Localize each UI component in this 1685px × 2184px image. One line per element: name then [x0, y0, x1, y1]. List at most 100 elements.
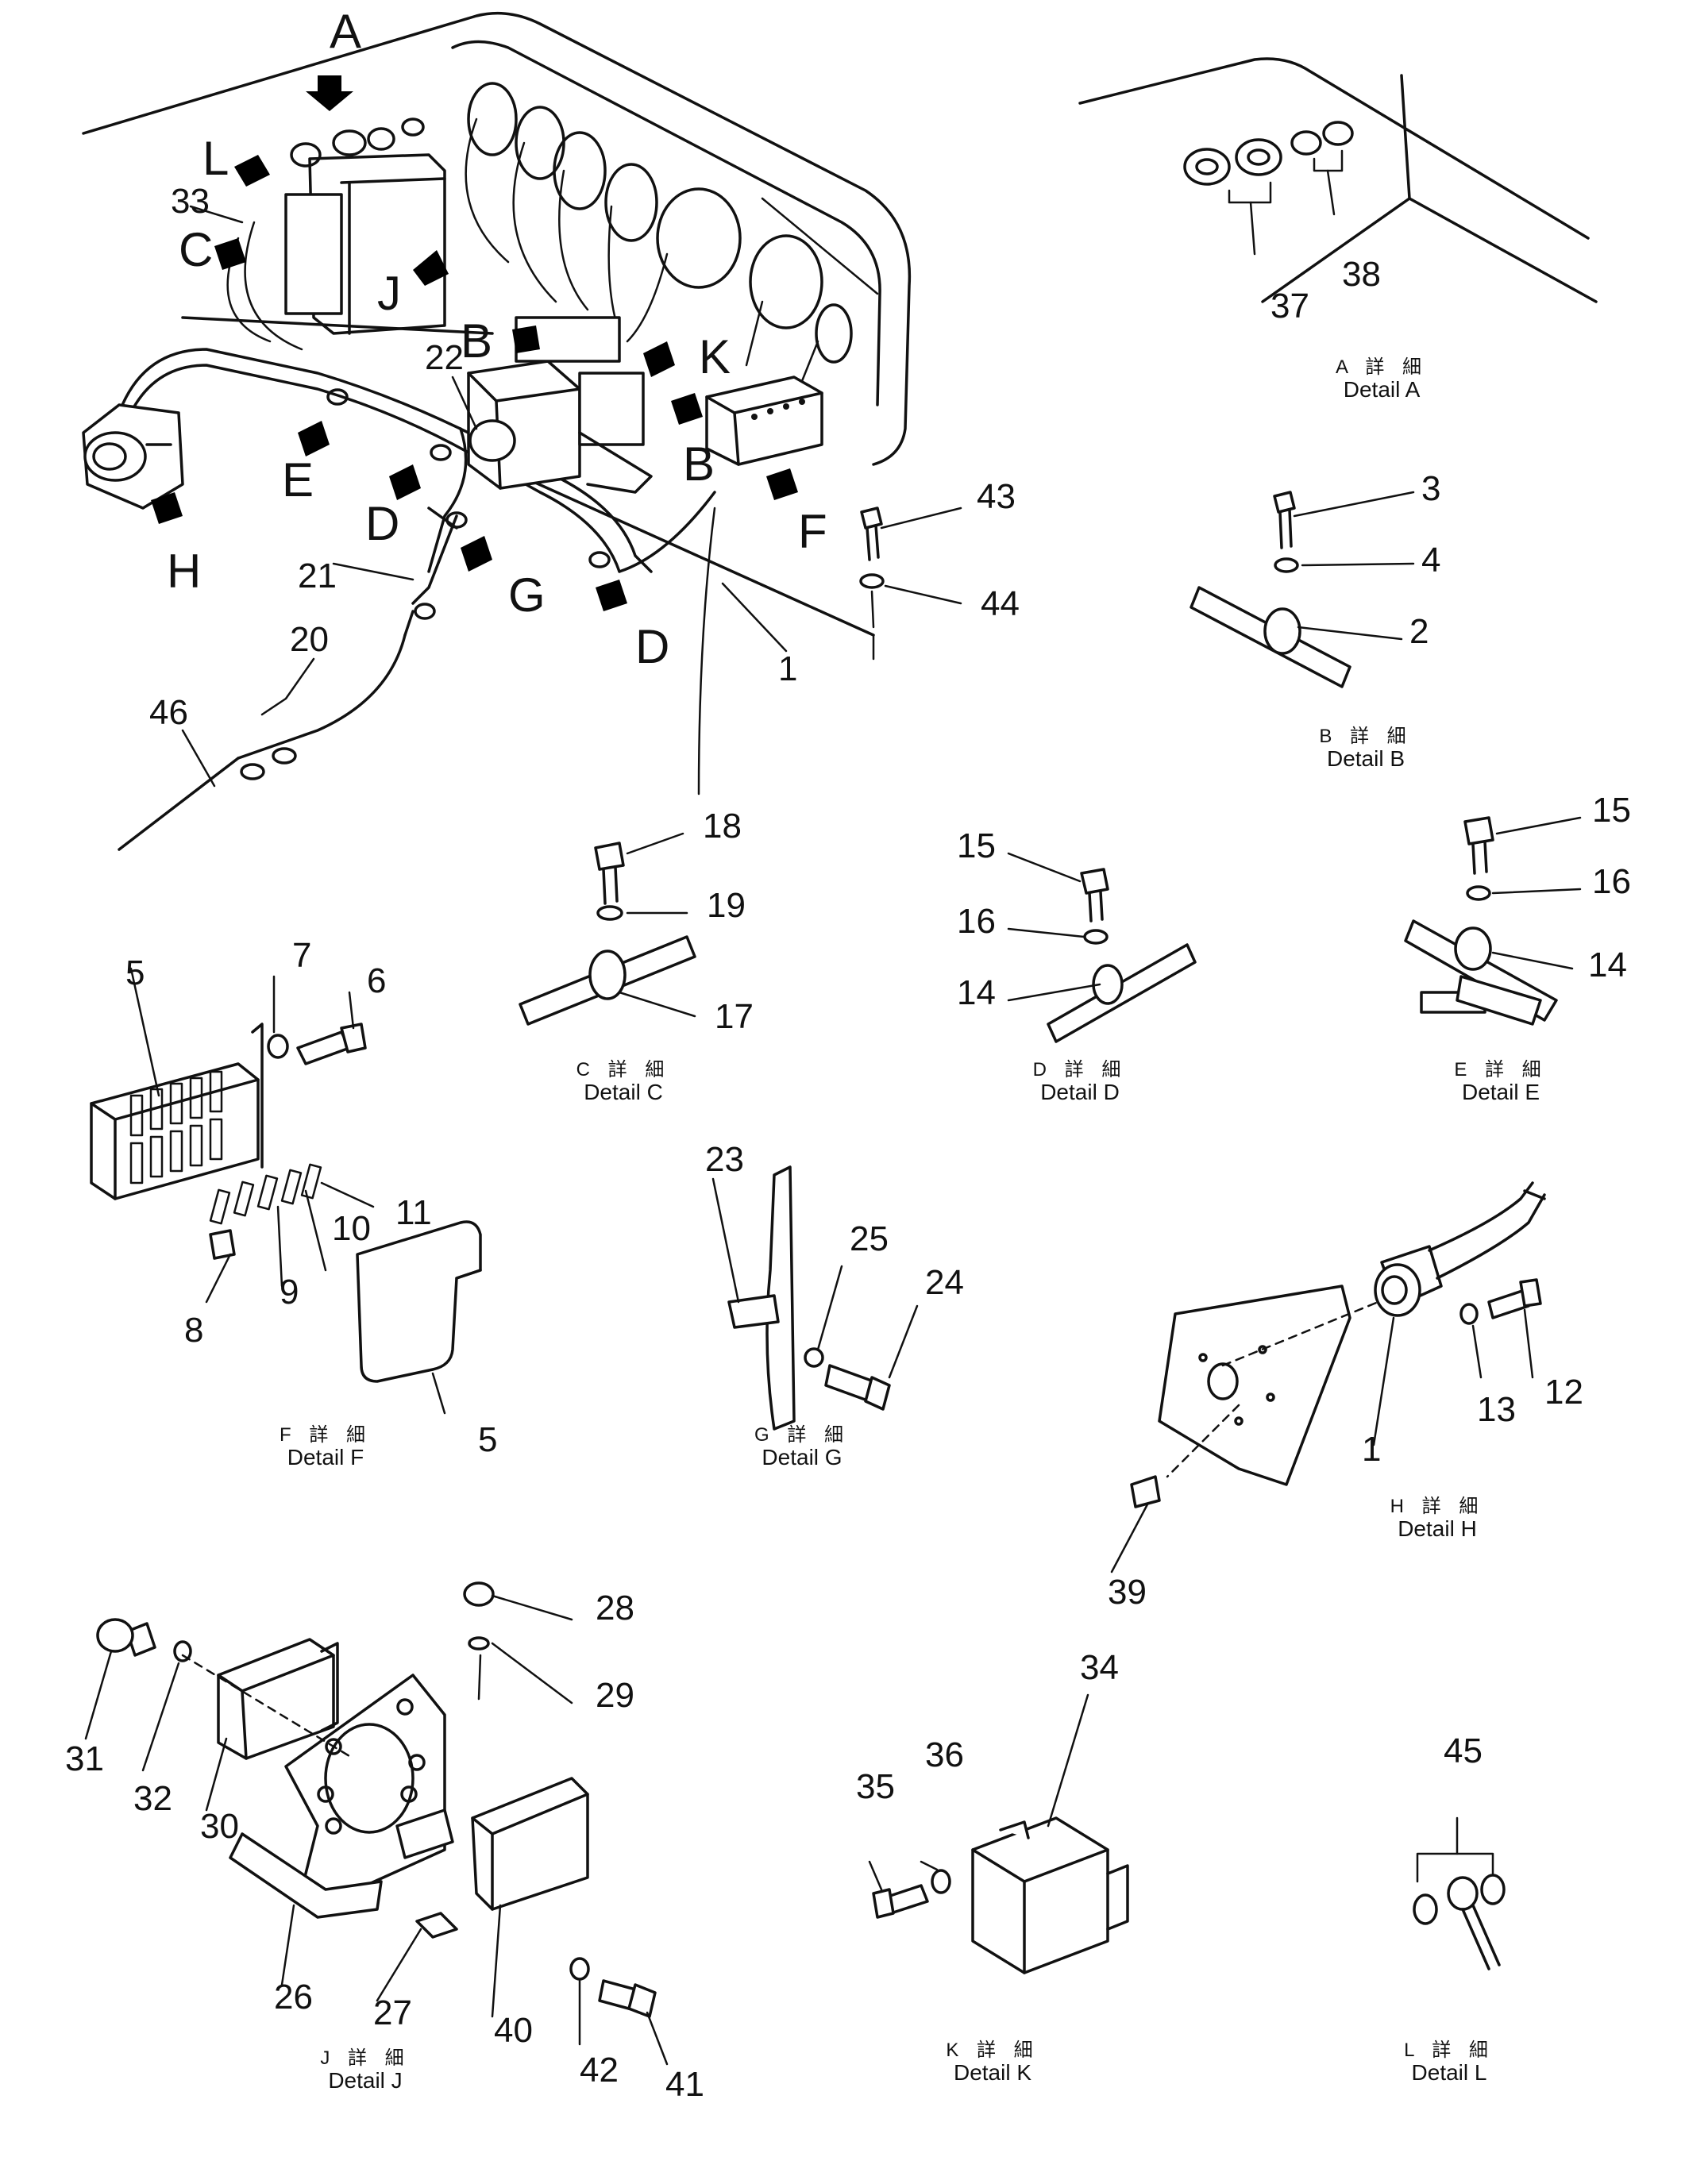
part-number-label: 20 [290, 620, 329, 659]
part-number-label: 24 [925, 1263, 964, 1302]
part-number-label: 46 [149, 693, 188, 732]
detail-letter-d: D [635, 620, 669, 673]
detail-letter-b: B [461, 314, 492, 368]
detail-caption-en: Detail K [954, 2060, 1031, 2085]
part-number-label: 18 [703, 807, 742, 845]
detail-e [1404, 816, 1558, 1026]
part-number-label: 16 [957, 902, 996, 941]
detail-caption-en: Detail F [287, 1445, 364, 1469]
detail-letter-l: L [202, 132, 229, 185]
detail-caption-jp: G 詳 細 [754, 1424, 850, 1446]
part-number-label: 37 [1270, 287, 1309, 325]
part-number-label: 7 [292, 936, 311, 975]
part-number-label: 16 [1592, 862, 1631, 901]
part-number-label: 23 [705, 1140, 744, 1179]
detail-letter-c: C [179, 223, 213, 276]
leader-lines [84, 205, 1582, 2066]
part-number-label: 28 [596, 1589, 634, 1627]
part-number-label: 6 [367, 961, 386, 1000]
detail-caption-jp: K 詳 細 [946, 2040, 1039, 2061]
detail-letter-e: E [282, 453, 314, 507]
part-number-label: 21 [298, 557, 337, 595]
detail-caption-jp: L 詳 細 [1404, 2040, 1494, 2061]
part-number-label: 40 [494, 2011, 533, 2050]
part-number-label: 44 [981, 584, 1020, 623]
part-numbers: 3322212046143443738342181917151614151614… [65, 182, 1631, 2104]
detail-caption-en: Detail D [1040, 1080, 1120, 1104]
detail-letters: A LC J B K E B F H D G D [167, 5, 827, 673]
detail-letter-j: J [377, 267, 401, 320]
part-number-label: 15 [1592, 791, 1631, 830]
fuses-loose [209, 1163, 322, 1260]
detail-b [1190, 491, 1351, 688]
part-number-label: 38 [1342, 255, 1381, 294]
part-number-label: 25 [850, 1219, 889, 1258]
detail-letter-a: A [330, 5, 361, 58]
detail-letter-d: D [365, 497, 399, 550]
part-number-label: 15 [957, 826, 996, 865]
part-number-label: 2 [1409, 612, 1429, 651]
part-number-label: 29 [596, 1676, 634, 1715]
detail-letter-k: K [699, 330, 731, 383]
part-number-label: 1 [1362, 1430, 1381, 1469]
part-number-label: 45 [1444, 1731, 1483, 1770]
connector-h [82, 403, 184, 510]
detail-arrows [151, 75, 798, 611]
detail-caption-en: Detail L [1412, 2060, 1487, 2085]
part-number-label: 36 [925, 1735, 964, 1774]
part-number-label: 22 [425, 338, 464, 377]
detail-d [1047, 868, 1197, 1043]
detail-letter-f: F [798, 505, 827, 558]
detail-g [727, 1165, 891, 1431]
detail-caption-en: Detail J [328, 2068, 402, 2093]
part-number-label: 27 [373, 1993, 412, 2032]
part-number-label: 34 [1080, 1648, 1119, 1687]
detail-h [1130, 1181, 1546, 1508]
part-number-label: 35 [856, 1767, 895, 1806]
dashboard-housing [82, 11, 912, 466]
detail-caption-jp: E 詳 細 [1454, 1059, 1547, 1080]
part-number-label: 4 [1421, 541, 1440, 580]
detail-l [1413, 1816, 1506, 1970]
part-number-label: 14 [1588, 946, 1627, 984]
detail-caption-jp: D 詳 細 [1033, 1059, 1128, 1080]
detail-caption-jp: A 詳 細 [1336, 356, 1428, 378]
detail-f [90, 1023, 482, 1383]
part-number-label: 19 [707, 886, 746, 925]
part-number-label: 26 [274, 1978, 313, 2016]
detail-caption-en: Detail H [1398, 1516, 1477, 1541]
part-number-label: 30 [200, 1807, 239, 1846]
part-number-label: 10 [332, 1209, 371, 1248]
part-number-label: 33 [171, 182, 210, 221]
part-number-label: 41 [665, 2065, 704, 2104]
detail-letter-g: G [508, 568, 546, 622]
detail-caption-jp: H 詳 細 [1390, 1496, 1485, 1517]
part-number-label: 39 [1108, 1573, 1147, 1612]
part-number-label: 17 [715, 997, 754, 1036]
part-number-label: 3 [1421, 469, 1440, 508]
detail-letter-b: B [683, 437, 715, 491]
part-number-label: 14 [957, 973, 996, 1012]
detail-j [96, 1581, 657, 2018]
relay-22 [467, 316, 653, 494]
part-number-label: 1 [778, 649, 797, 688]
detail-caption-en: Detail C [584, 1080, 663, 1104]
detail-caption-jp: F 詳 細 [280, 1424, 372, 1446]
part-number-label: 11 [395, 1193, 432, 1232]
part-number-label: 5 [125, 953, 145, 992]
detail-caption-jp: J 詳 細 [320, 2047, 410, 2069]
part-number-label: 13 [1477, 1390, 1516, 1429]
detail-caption-en: Detail E [1462, 1080, 1540, 1104]
part-number-label: 32 [133, 1779, 172, 1818]
part-number-label: 5 [478, 1420, 497, 1459]
part-number-label: 8 [184, 1311, 203, 1350]
fuse-row [129, 1070, 223, 1184]
cables [118, 388, 611, 851]
detail-caption-jp: C 詳 細 [576, 1059, 671, 1080]
detail-caption-en: Detail A [1344, 377, 1421, 402]
detail-letter-h: H [167, 545, 201, 598]
detail-caption-jp: B 詳 細 [1319, 726, 1412, 747]
